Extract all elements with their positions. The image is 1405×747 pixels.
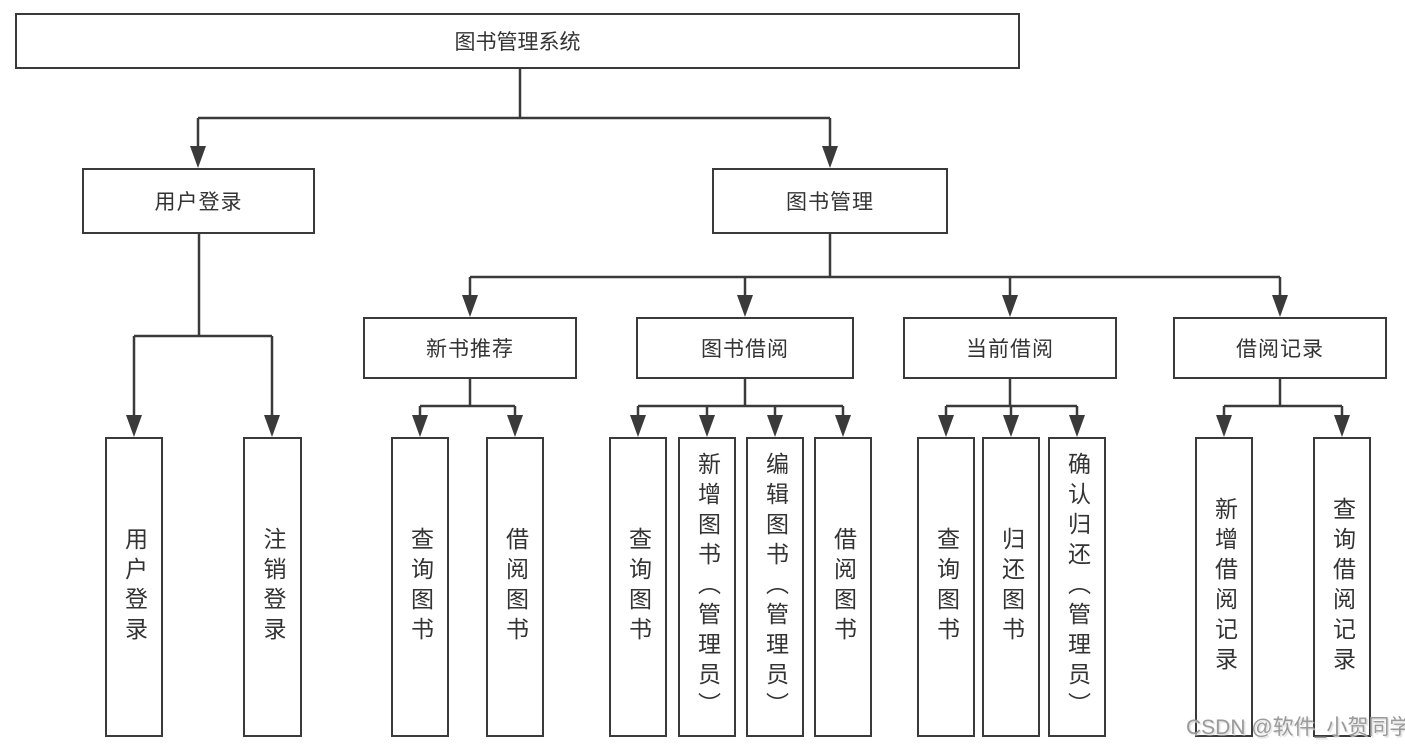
leaf-newbook-query-label: 查询图书 [407,527,434,647]
node-book-mgmt-label: 图书管理 [786,191,874,214]
leaf-current-return: 归还图书 [982,437,1040,737]
leaf-borrow-book-label: 借阅图书 [830,527,857,647]
connector-borrow-record-to-leaves [1216,379,1350,437]
leaf-newbook-query: 查询图书 [391,437,449,737]
connector-book-mgmt-to-level3 [462,234,1288,317]
leaf-current-return-label: 归还图书 [998,527,1025,647]
node-book-borrow-label: 图书借阅 [701,338,789,361]
leaf-borrow-query: 查询图书 [609,437,667,737]
node-book-mgmt: 图书管理 [712,168,948,234]
node-borrow-record-label: 借阅记录 [1236,338,1324,361]
leaf-user-login: 用户登录 [105,437,163,737]
leaf-borrow-edit-book: 编辑图书（管理员） [746,437,804,737]
node-new-book-recommend: 新书推荐 [363,317,577,379]
leaf-record-add-label: 新增借阅记录 [1211,497,1238,677]
node-current-borrow-label: 当前借阅 [966,338,1054,361]
leaf-current-confirm-return: 确认归还（管理员） [1048,437,1106,737]
connector-current-borrow-to-leaves [938,379,1085,437]
leaf-borrow-edit-book-label: 编辑图书（管理员） [762,452,789,722]
leaf-current-query: 查询图书 [917,437,975,737]
connector-user-login-to-leaves [126,234,280,437]
node-root-label: 图书管理系统 [454,31,581,54]
leaf-user-login-label: 用户登录 [121,527,148,647]
node-root-system: 图书管理系统 [15,13,1020,69]
node-user-login-label: 用户登录 [154,191,243,214]
leaf-logout: 注销登录 [243,437,302,737]
leaf-record-add: 新增借阅记录 [1195,437,1253,737]
node-book-borrow: 图书借阅 [636,317,854,379]
connector-new-book-to-leaves [412,379,523,437]
leaf-borrow-book: 借阅图书 [814,437,872,737]
node-user-login: 用户登录 [82,168,315,234]
leaf-current-query-label: 查询图书 [933,527,960,647]
connector-book-borrow-to-leaves [630,379,851,437]
node-borrow-record: 借阅记录 [1173,317,1387,379]
leaf-record-query-label: 查询借阅记录 [1329,497,1356,677]
leaf-current-confirm-return-label: 确认归还（管理员） [1064,452,1091,722]
leaf-newbook-borrow-label: 借阅图书 [502,527,529,647]
node-new-book-label: 新书推荐 [426,338,514,361]
leaf-newbook-borrow: 借阅图书 [486,437,544,737]
connector-root-to-level2 [190,69,838,168]
leaf-borrow-query-label: 查询图书 [625,527,652,647]
node-current-borrow: 当前借阅 [903,317,1117,379]
leaf-logout-label: 注销登录 [260,527,286,647]
leaf-record-query: 查询借阅记录 [1313,437,1371,737]
leaf-borrow-add-book: 新增图书（管理员） [678,437,736,737]
leaf-borrow-add-book-label: 新增图书（管理员） [694,452,721,722]
csdn-watermark: CSDN @软件_小贺同学 [1186,716,1405,739]
